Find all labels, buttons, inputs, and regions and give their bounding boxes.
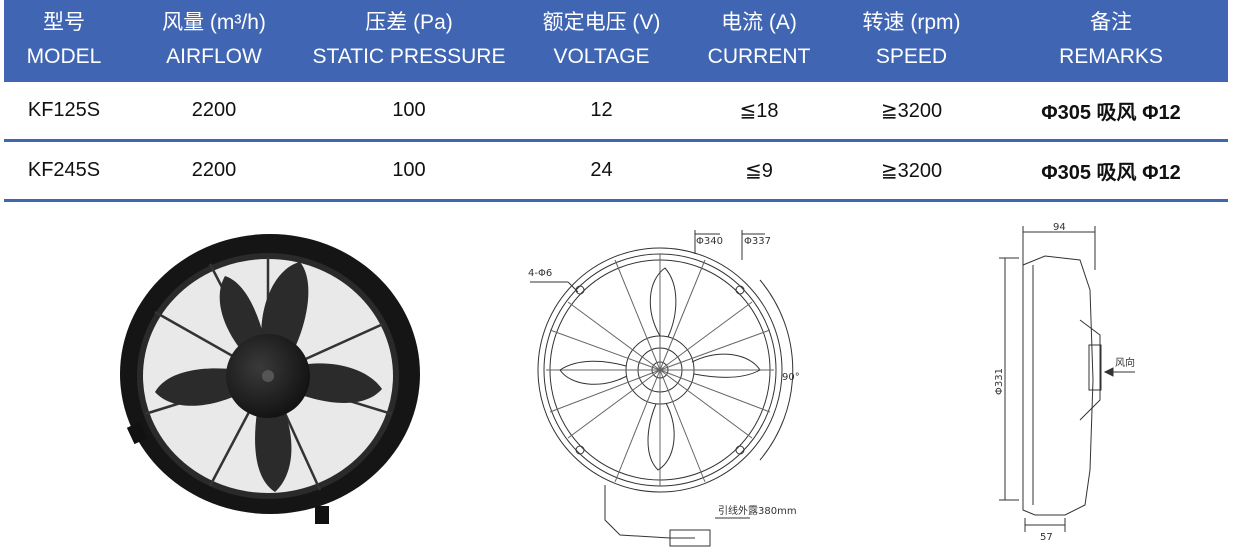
cell-airflow: 2200 (124, 140, 304, 202)
label-width: 94 (1053, 222, 1066, 233)
header-static-pressure: 压差 (Pa)STATIC PRESSURE (304, 0, 514, 80)
cell-static-pressure: 100 (304, 78, 514, 142)
table-row: KF245S 2200 100 24 ≦9 ≧3200 Φ305 吸风 Φ12 (4, 140, 1228, 202)
cell-current: ≦18 (689, 78, 829, 142)
cell-airflow: 2200 (124, 78, 304, 142)
label-diameter-337: Φ337 (744, 236, 771, 247)
cell-voltage: 24 (514, 140, 689, 202)
label-airflow-direction: 风向 (1115, 356, 1135, 369)
cell-speed: ≧3200 (829, 78, 994, 142)
header-voltage: 额定电压 (V)VOLTAGE (514, 0, 689, 80)
cell-speed: ≧3200 (829, 140, 994, 202)
fan-photo (120, 234, 420, 524)
header-airflow: 风量 (m³/h)AIRFLOW (124, 0, 304, 80)
label-depth: 57 (1040, 532, 1053, 543)
cell-current: ≦9 (689, 140, 829, 202)
cell-remarks: Φ305 吸风 Φ12 (994, 140, 1228, 202)
cell-remarks: Φ305 吸风 Φ12 (994, 78, 1228, 142)
label-holes: 4-Φ6 (528, 268, 552, 279)
label-angle: 90° (782, 372, 800, 383)
table-row: KF125S 2200 100 12 ≦18 ≧3200 Φ305 吸风 Φ12 (4, 78, 1228, 142)
cell-model: KF125S (4, 78, 124, 142)
header-speed: 转速 (rpm)SPEED (829, 0, 994, 80)
cell-static-pressure: 100 (304, 140, 514, 202)
cell-voltage: 12 (514, 78, 689, 142)
side-view-drawing: 94 Φ331 57 风向 (994, 222, 1135, 543)
cell-model: KF245S (4, 140, 124, 202)
front-view-drawing: 4-Φ6 Φ340 Φ337 90° 引线外露380mm (528, 230, 800, 547)
label-diameter-340: Φ340 (696, 236, 723, 247)
label-lead-length: 引线外露380mm (718, 504, 797, 517)
label-diameter-331: Φ331 (994, 368, 1005, 395)
header-current: 电流 (A)CURRENT (689, 0, 829, 80)
